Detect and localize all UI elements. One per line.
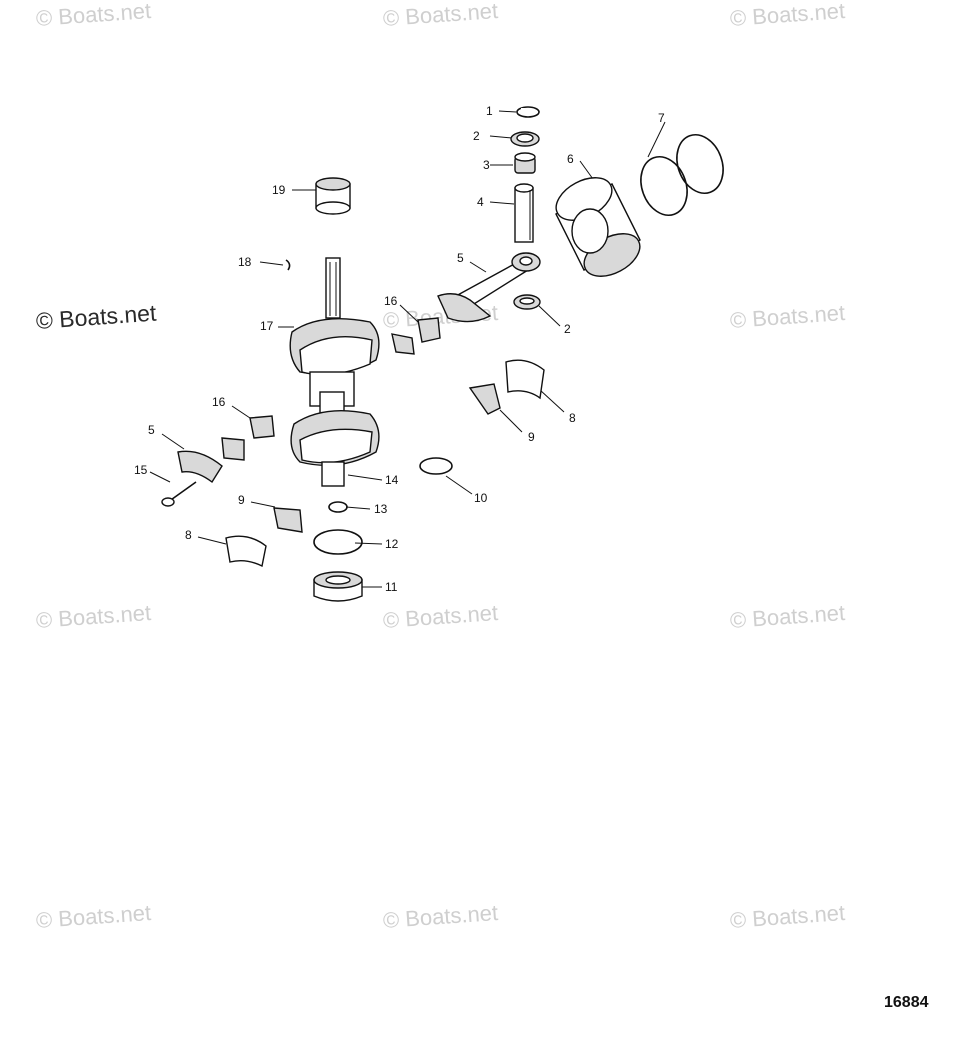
roller-bearing-icon (315, 177, 351, 215)
piston-pin-icon (514, 183, 534, 243)
o-ring-icon (313, 529, 363, 555)
callout-13: 13 (374, 502, 388, 516)
oil-seal-icon (313, 571, 363, 602)
callout-18: 18 (238, 255, 252, 269)
bearing-race-icon (505, 359, 545, 400)
screw-icon (161, 481, 197, 507)
callout-3: 3 (483, 158, 490, 172)
callout-8b: 8 (185, 528, 192, 542)
connecting-rod-icon (437, 252, 541, 323)
callout-12: 12 (385, 537, 399, 551)
needle-bearing-icon (514, 152, 536, 174)
retaining-ring-icon (419, 457, 453, 475)
callout-14: 14 (385, 473, 399, 487)
washer-icon (513, 294, 541, 310)
callout-9: 9 (528, 430, 535, 444)
figure-number: 16884 (884, 994, 929, 1011)
callout-2b: 2 (564, 322, 571, 336)
callout-4: 4 (477, 195, 484, 209)
callout-11: 11 (385, 580, 398, 594)
callout-19: 19 (272, 183, 286, 197)
roller-bearing-icon (273, 507, 303, 533)
piston-icon (555, 177, 641, 277)
callout-2: 2 (473, 129, 480, 143)
callout-16: 16 (384, 294, 398, 308)
callout-9b: 9 (238, 493, 245, 507)
callout-6: 6 (567, 152, 574, 166)
retaining-ring-icon (516, 106, 540, 118)
washer-icon (510, 131, 540, 147)
bearing-race-icon (225, 535, 267, 568)
leader-lines (149, 110, 666, 588)
callout-8: 8 (569, 411, 576, 425)
roller-bearing-icon (468, 383, 501, 415)
callout-5b: 5 (148, 423, 155, 437)
connecting-rod-cap-icon (177, 450, 223, 484)
roller-bearing-icon (221, 415, 275, 461)
crankshaft-icon (289, 257, 380, 487)
callout-7: 7 (658, 111, 665, 125)
piston-ring-icon (640, 134, 724, 216)
crankshaft-key-icon (285, 259, 291, 271)
o-ring-icon (328, 501, 348, 513)
callout-1: 1 (486, 104, 493, 118)
roller-bearing-icon (391, 317, 441, 355)
callout-17: 17 (260, 319, 274, 333)
callout-5: 5 (457, 251, 464, 265)
callout-16b: 16 (212, 395, 226, 409)
callout-15: 15 (134, 463, 148, 477)
callout-10: 10 (474, 491, 488, 505)
